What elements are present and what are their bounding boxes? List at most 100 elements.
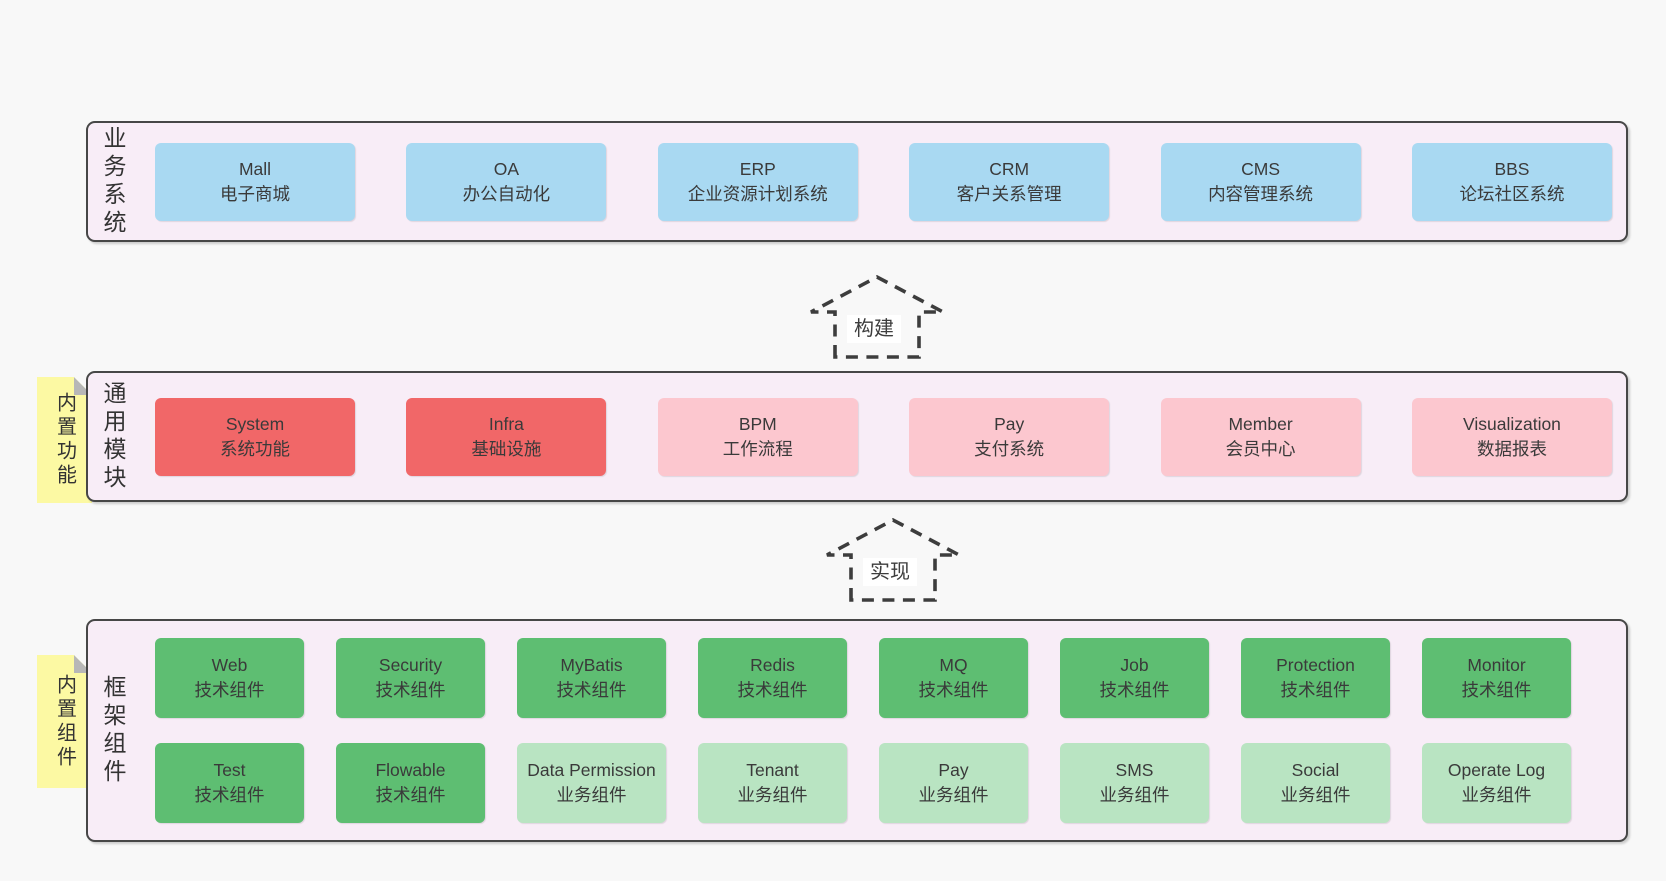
- box-visualization: Visualization 数据报表: [1411, 398, 1612, 476]
- arrow-label-build: 构建: [847, 315, 901, 343]
- box-operate-log: Operate Log 业务组件: [1422, 743, 1571, 823]
- box-title: Flowable: [375, 760, 446, 781]
- box-title: Operate Log: [1447, 760, 1546, 781]
- box-title: System: [225, 414, 285, 435]
- box-subtitle: 技术组件: [737, 680, 808, 700]
- box-pay-module: Pay 支付系统: [909, 398, 1110, 476]
- box-subtitle: 会员中心: [1225, 439, 1296, 459]
- box-oa: OA 办公自动化: [406, 143, 607, 221]
- box-title: Tenant: [746, 760, 799, 781]
- components-box-row-2: Test 技术组件 Flowable 技术组件 Data Permission …: [155, 743, 1571, 823]
- box-flowable: Flowable 技术组件: [336, 743, 485, 823]
- box-subtitle: 系统功能: [220, 439, 290, 459]
- tab-label: 内置功能: [53, 392, 76, 488]
- box-infra: Infra 基础设施: [406, 398, 607, 476]
- box-title: Social: [1291, 760, 1340, 781]
- box-subtitle: 办公自动化: [462, 184, 551, 204]
- box-subtitle: 业务组件: [1099, 785, 1170, 805]
- box-title: Pay: [938, 760, 969, 781]
- box-subtitle: 技术组件: [556, 680, 627, 700]
- box-subtitle: 业务组件: [556, 785, 627, 805]
- box-mybatis: MyBatis 技术组件: [517, 638, 666, 718]
- box-title: Pay: [994, 414, 1025, 435]
- box-title: Visualization: [1462, 414, 1561, 435]
- box-title: ERP: [739, 159, 776, 180]
- box-crm: CRM 客户关系管理: [909, 143, 1110, 221]
- section-label-modules: 通用模块: [100, 380, 126, 493]
- box-title: Redis: [750, 655, 795, 676]
- arrow-outline: [826, 517, 960, 602]
- box-subtitle: 支付系统: [974, 439, 1045, 459]
- box-title: Mall: [238, 159, 272, 180]
- box-subtitle: 技术组件: [1461, 680, 1532, 700]
- section-business-systems: 业务系统 Mall 电子商城 OA 办公自动化 ERP 企业资源计划系统 CRM…: [86, 121, 1628, 242]
- box-title: SMS: [1115, 760, 1154, 781]
- box-subtitle: 客户关系管理: [956, 184, 1062, 204]
- box-protection: Protection 技术组件: [1241, 638, 1390, 718]
- box-member: Member 会员中心: [1160, 398, 1361, 476]
- tab-label: 内置组件: [53, 673, 76, 770]
- box-title: BPM: [738, 414, 777, 435]
- box-title: Web: [211, 655, 248, 676]
- box-subtitle: 技术组件: [1280, 680, 1351, 700]
- box-title: MQ: [939, 655, 968, 676]
- box-social: Social 业务组件: [1241, 743, 1390, 823]
- box-subtitle: 企业资源计划系统: [687, 184, 828, 204]
- box-data-permission: Data Permission 业务组件: [517, 743, 666, 823]
- box-title: Security: [378, 655, 443, 676]
- box-cms: CMS 内容管理系统: [1160, 143, 1361, 221]
- modules-box-row: System 系统功能 Infra 基础设施 BPM 工作流程 Pay 支付系统…: [155, 398, 1612, 476]
- box-pay-component: Pay 业务组件: [879, 743, 1028, 823]
- components-box-row-1: Web 技术组件 Security 技术组件 MyBatis 技术组件 Redi…: [155, 638, 1571, 718]
- box-security: Security 技术组件: [336, 638, 485, 718]
- box-bpm: BPM 工作流程: [657, 398, 858, 476]
- box-subtitle: 技术组件: [918, 680, 989, 700]
- arrow-label-implement: 实现: [863, 558, 917, 586]
- section-framework-components: 框架组件 Web 技术组件 Security 技术组件 MyBatis 技术组件…: [86, 619, 1628, 842]
- box-title: Protection: [1276, 655, 1355, 676]
- box-bbs: BBS 论坛社区系统: [1411, 143, 1612, 221]
- box-subtitle: 内容管理系统: [1208, 184, 1314, 204]
- box-web: Web 技术组件: [155, 638, 304, 718]
- business-box-row: Mall 电子商城 OA 办公自动化 ERP 企业资源计划系统 CRM 客户关系…: [155, 143, 1612, 221]
- dashed-up-arrow-icon: [826, 517, 960, 602]
- box-subtitle: 业务组件: [918, 785, 989, 805]
- box-subtitle: 数据报表: [1476, 439, 1547, 459]
- box-sms: SMS 业务组件: [1060, 743, 1209, 823]
- box-subtitle: 工作流程: [722, 439, 793, 459]
- box-subtitle: 技术组件: [194, 680, 265, 700]
- box-subtitle: 业务组件: [737, 785, 808, 805]
- box-title: OA: [493, 159, 520, 180]
- box-title: MyBatis: [560, 655, 623, 676]
- box-system: System 系统功能: [155, 398, 355, 476]
- sticky-tab-builtin-components: 内置组件: [37, 655, 92, 788]
- box-subtitle: 技术组件: [1099, 680, 1170, 700]
- box-test: Test 技术组件: [155, 743, 304, 823]
- box-title: Test: [213, 760, 246, 781]
- box-title: CMS: [1241, 159, 1280, 180]
- sticky-tab-builtin-features: 内置功能: [37, 377, 92, 503]
- box-subtitle: 技术组件: [375, 680, 446, 700]
- box-subtitle: 业务组件: [1280, 785, 1351, 805]
- box-subtitle: 论坛社区系统: [1459, 184, 1565, 204]
- box-tenant: Tenant 业务组件: [698, 743, 847, 823]
- box-subtitle: 技术组件: [375, 785, 446, 805]
- box-title: Infra: [488, 414, 524, 435]
- box-monitor: Monitor 技术组件: [1422, 638, 1571, 718]
- box-title: CRM: [989, 159, 1030, 180]
- section-label-components: 框架组件: [100, 674, 126, 787]
- box-subtitle: 电子商城: [220, 184, 290, 204]
- up-arrow-build: [805, 272, 949, 367]
- section-label-business: 业务系统: [100, 125, 126, 238]
- dashed-up-arrow-icon: [810, 274, 944, 359]
- box-job: Job 技术组件: [1060, 638, 1209, 718]
- box-mall: Mall 电子商城: [155, 143, 355, 221]
- box-subtitle: 基础设施: [471, 439, 542, 459]
- up-arrow-implement: [821, 515, 965, 610]
- box-title: Job: [1120, 655, 1149, 676]
- box-mq: MQ 技术组件: [879, 638, 1028, 718]
- box-redis: Redis 技术组件: [698, 638, 847, 718]
- box-title: Data Permission: [527, 760, 656, 781]
- arrow-outline: [810, 274, 944, 359]
